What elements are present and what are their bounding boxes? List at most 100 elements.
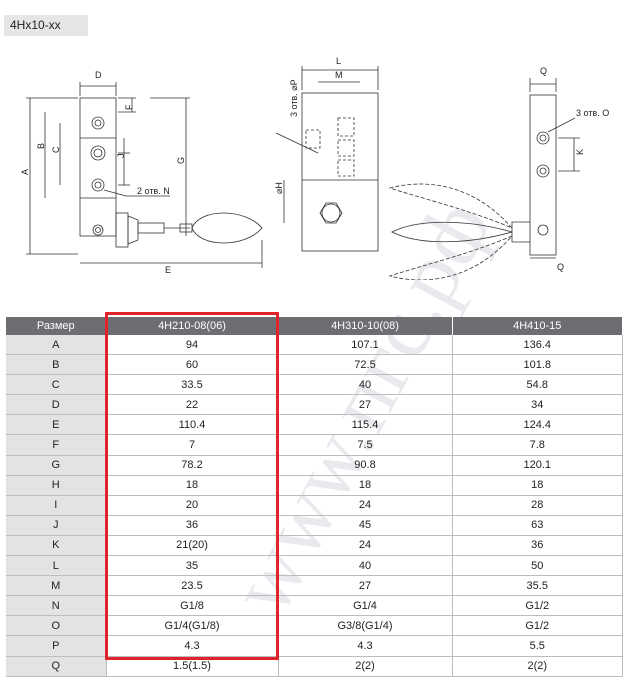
dim-b: B	[36, 143, 46, 149]
valve-drawing: D F C B A J G E 2 отв. N L M 3 отв. ⌀P ⌀…	[20, 56, 609, 280]
table-cell: 1.5(1.5)	[106, 656, 279, 677]
header-4h310: 4H310-10(08)	[278, 317, 453, 335]
table-cell: 101.8	[452, 354, 623, 376]
row-label: D	[6, 394, 107, 416]
row-label: Q	[6, 656, 107, 677]
table-cell: 124.4	[452, 414, 623, 436]
table-cell: 7.5	[278, 434, 453, 456]
table-cell: 34	[452, 394, 623, 416]
dim-c: C	[51, 146, 61, 153]
table-cell: 110.4	[106, 414, 279, 436]
table-cell: 21(20)	[106, 535, 279, 557]
table-cell: G3/8(G1/4)	[278, 615, 453, 637]
table-cell: 2(2)	[278, 656, 453, 677]
table-cell: 40	[278, 374, 453, 396]
row-label: I	[6, 495, 107, 516]
table-cell: 27	[278, 394, 453, 416]
table-cell: 2(2)	[452, 656, 623, 677]
table-cell: 20	[106, 495, 279, 516]
row-label: K	[6, 535, 107, 557]
table-cell: 72.5	[278, 354, 453, 376]
note-p-holes: 3 отв. ⌀P	[289, 79, 299, 117]
end-view: Q 3 отв. O K Q	[388, 66, 609, 280]
table-cell: 78.2	[106, 455, 279, 476]
dimensions-table: Размер 4H210-08(06) 4H310-10(08) 4H410-1…	[6, 317, 623, 677]
row-label: B	[6, 354, 107, 376]
side-view: L M 3 отв. ⌀P ⌀H	[274, 56, 379, 252]
table-cell: 4.3	[278, 635, 453, 657]
row-label: M	[6, 575, 107, 597]
row-label: P	[6, 635, 107, 657]
header-4h210: 4H210-08(06)	[106, 317, 279, 335]
dim-m: M	[335, 70, 343, 80]
table-cell: 35	[106, 555, 279, 577]
row-label: J	[6, 515, 107, 536]
dim-j: J	[116, 154, 126, 159]
table-cell: 28	[452, 495, 623, 516]
table-cell: 136.4	[452, 335, 623, 356]
table-cell: 18	[278, 475, 453, 496]
table-cell: 60	[106, 354, 279, 376]
table-cell: 120.1	[452, 455, 623, 476]
table-cell: 7	[106, 434, 279, 456]
row-label: N	[6, 595, 107, 617]
row-label: C	[6, 374, 107, 396]
dim-e: E	[165, 265, 171, 275]
table-cell: 40	[278, 555, 453, 577]
header-size: Размер	[6, 317, 107, 335]
row-label: H	[6, 475, 107, 496]
row-label: O	[6, 615, 107, 637]
table-cell: 36	[452, 535, 623, 557]
table-cell: G1/2	[452, 595, 623, 617]
table-cell: 94	[106, 335, 279, 356]
table-cell: G1/2	[452, 615, 623, 637]
note-o-holes: 3 отв. O	[576, 108, 609, 118]
table-cell: 27	[278, 575, 453, 597]
dim-a: A	[20, 169, 30, 175]
table-cell: 90.8	[278, 455, 453, 476]
dim-q-top: Q	[540, 66, 547, 76]
model-title: 4Hx10-xx	[4, 15, 88, 36]
row-label: F	[6, 434, 107, 456]
dim-g: G	[176, 157, 186, 164]
table-cell: 24	[278, 495, 453, 516]
table-cell: G1/4	[278, 595, 453, 617]
table-cell: 35.5	[452, 575, 623, 597]
table-cell: 4.3	[106, 635, 279, 657]
row-label: L	[6, 555, 107, 577]
table-cell: 107.1	[278, 335, 453, 356]
table-cell: 50	[452, 555, 623, 577]
dim-f: F	[124, 104, 134, 110]
header-4h410: 4H410-15	[452, 317, 623, 335]
row-label: E	[6, 414, 107, 436]
dim-q-bottom: Q	[557, 262, 564, 272]
table-cell: 7.8	[452, 434, 623, 456]
table-cell: 22	[106, 394, 279, 416]
table-header-row: Размер 4H210-08(06) 4H310-10(08) 4H410-1…	[6, 317, 623, 335]
dim-k: K	[575, 149, 585, 155]
table-cell: 18	[452, 475, 623, 496]
table-cell: 63	[452, 515, 623, 536]
table-cell: G1/4(G1/8)	[106, 615, 279, 637]
dim-l: L	[336, 56, 341, 66]
table-cell: 18	[106, 475, 279, 496]
table-cell: 23.5	[106, 575, 279, 597]
dim-h: ⌀H	[274, 182, 284, 194]
note-n-holes: 2 отв. N	[137, 186, 170, 196]
row-label: A	[6, 335, 107, 356]
